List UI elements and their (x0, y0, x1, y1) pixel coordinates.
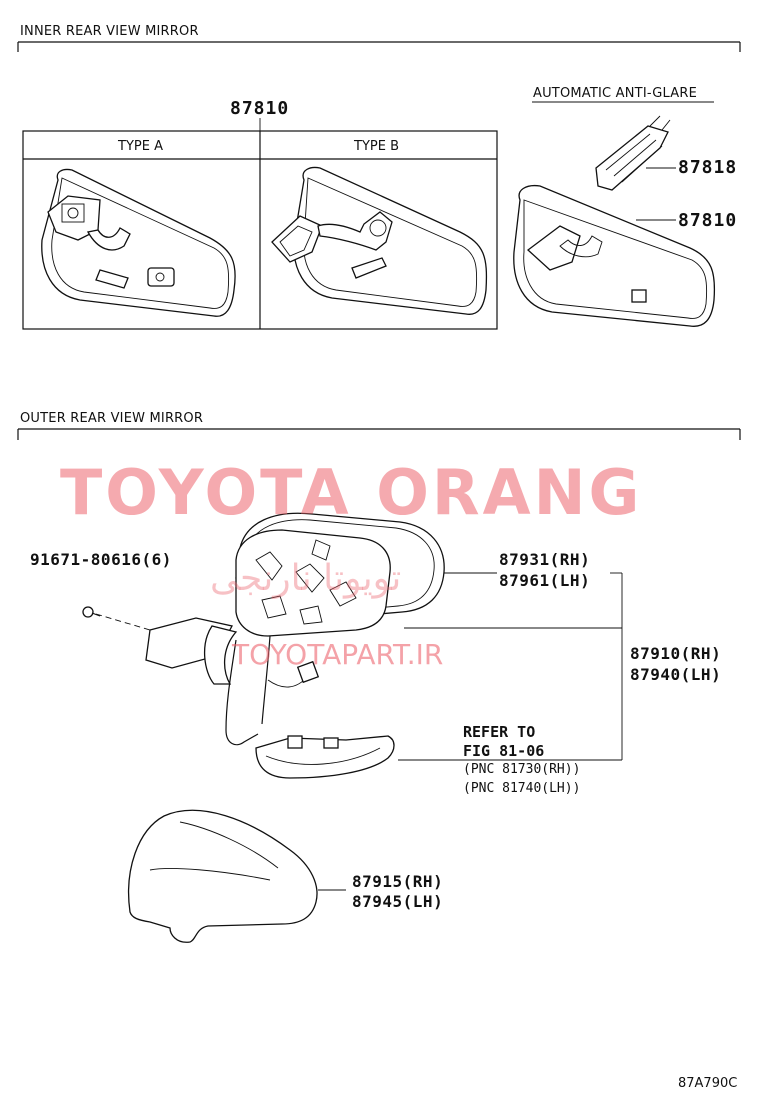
type-b-label: TYPE B (354, 139, 399, 154)
assembly-lh-number: 87940(LH) (630, 665, 722, 684)
anti-glare-label: AUTOMATIC ANTI-GLARE (533, 86, 697, 101)
outer-section-bar (17, 428, 741, 440)
mirror-cover-drawing (128, 809, 318, 943)
watermark-brand: TOYOTA ORANG (60, 456, 643, 529)
inner-main-part-number: 87810 (230, 98, 290, 119)
turn-signal-drawing (255, 735, 395, 779)
bolt-part-number: 91671-80616(6) (30, 550, 172, 569)
anti-glare-sensor-number: 87818 (678, 157, 738, 178)
type-a-mirror-drawing (41, 168, 236, 317)
inner-section-title: INNER REAR VIEW MIRROR (20, 24, 199, 39)
outer-mirror-drawing (82, 512, 445, 746)
outer-leader-lines (95, 572, 623, 891)
outer-section-title: OUTER REAR VIEW MIRROR (20, 411, 204, 426)
refer-line-1: REFER TO (463, 723, 536, 741)
assembly-rh-number: 87910(RH) (630, 644, 722, 663)
cover-rh-number: 87915(RH) (352, 872, 444, 891)
watermark-site: TOYOTAPART.IR (232, 638, 444, 671)
mirror-lh-number: 87961(LH) (499, 571, 591, 590)
refer-line-4: (PNC 81740(LH)) (463, 781, 581, 796)
type-a-label: TYPE A (118, 139, 163, 154)
inner-section-bar (17, 41, 741, 52)
watermark-arabic: تویوتا نارنجی (210, 558, 402, 599)
cover-lh-number: 87945(LH) (352, 892, 444, 911)
type-b-mirror-drawing (271, 166, 488, 315)
figure-code: 87A790C (678, 1076, 738, 1091)
refer-line-2: FIG 81-06 (463, 742, 545, 760)
anti-glare-drawing (513, 101, 716, 327)
refer-line-3: (PNC 81730(RH)) (463, 762, 581, 777)
anti-glare-mirror-number: 87810 (678, 210, 738, 231)
mirror-rh-number: 87931(RH) (499, 550, 591, 569)
type-table (22, 118, 498, 330)
